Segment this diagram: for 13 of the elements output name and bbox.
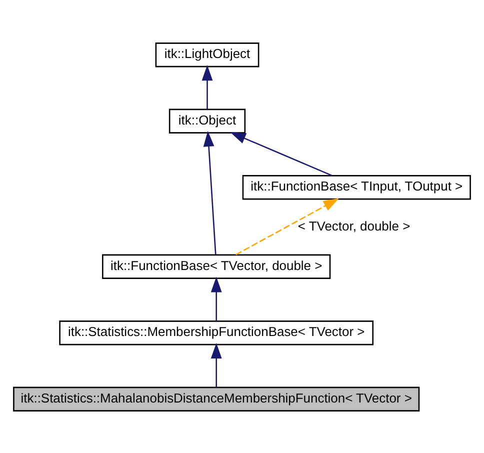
node-box: itk::Statistics::MahalanobisDistanceMembershipFunction< TVector > bbox=[13, 386, 420, 411]
arrow bbox=[202, 64, 213, 109]
node-box: itk::Statistics::MembershipFunctionBase< TVector > bbox=[59, 320, 374, 345]
node-box: itk::FunctionBase< TVector, double > bbox=[102, 254, 331, 278]
arrow bbox=[236, 198, 340, 255]
node-box: itk::FunctionBase< TInput, TOutput > bbox=[242, 174, 471, 200]
node-box: itk::Object bbox=[168, 108, 246, 133]
arrow bbox=[203, 130, 216, 254]
arrow bbox=[210, 276, 222, 321]
node-box: itk::LightObject bbox=[155, 42, 260, 67]
arrow bbox=[210, 342, 222, 387]
arrow bbox=[230, 132, 332, 176]
edge-label: < TVector, double > bbox=[298, 218, 410, 233]
